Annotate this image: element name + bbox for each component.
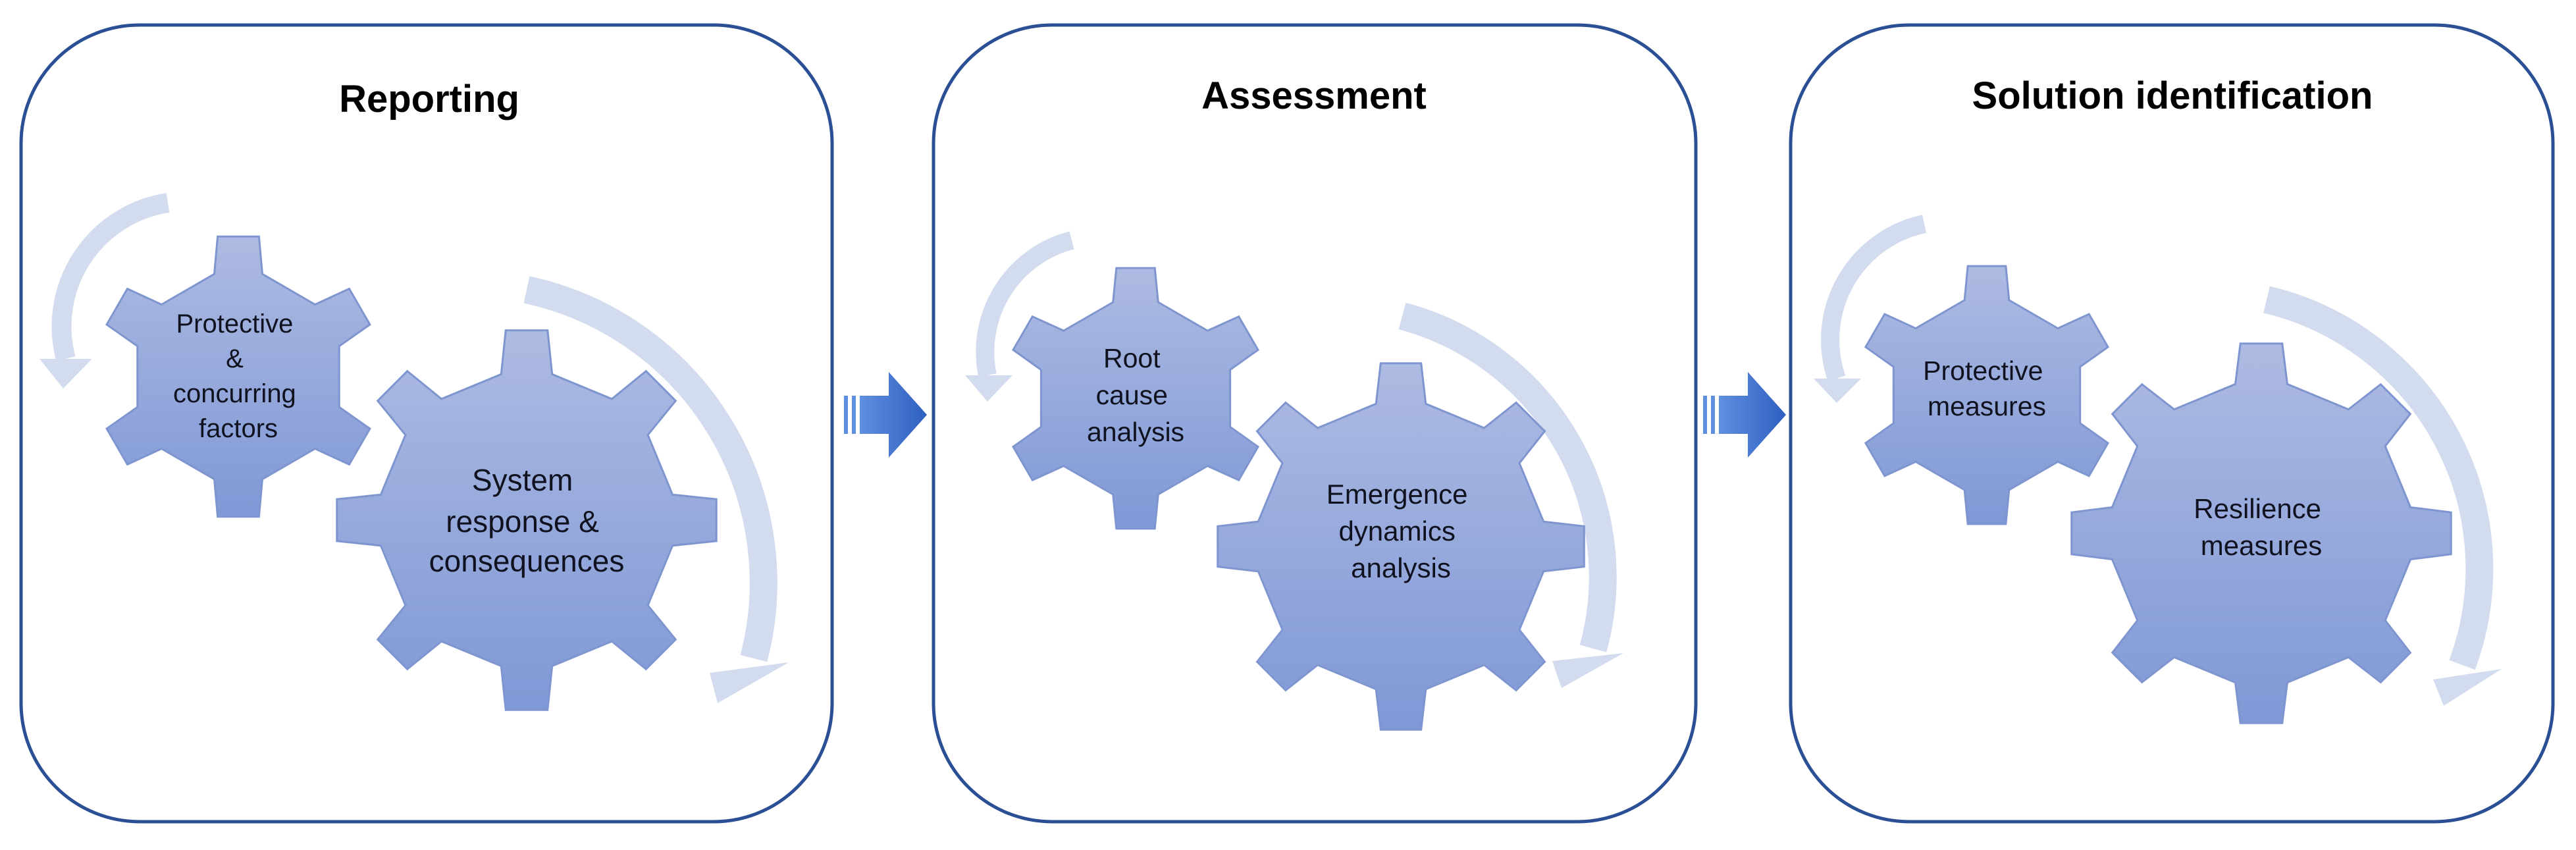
gear-label-protective-measures: Protective measures (1923, 356, 2051, 421)
panel-solution-title: Solution identification (1972, 74, 2373, 117)
gear-icon (1217, 362, 1585, 731)
gear-icon (105, 235, 371, 518)
panel-assessment-title: Assessment (1201, 74, 1427, 117)
circular-arrow-icon (1398, 302, 1623, 688)
gear-label-protective-concurring: Protective & concurring factors (173, 309, 303, 443)
gear-label-system-response: System response & consequences (429, 463, 625, 578)
circular-arrow-icon (2263, 286, 2502, 706)
gear-icon (2070, 342, 2452, 724)
gear-icon (336, 329, 718, 711)
right-arrow-icon (844, 372, 927, 458)
gear-label-resilience-measures: Resilience measures (2194, 493, 2328, 561)
gear-label-root-cause: Root cause analysis (1087, 343, 1184, 447)
circular-arrow-icon (965, 231, 1074, 402)
gear-label-emergence-dynamics: Emergence dynamics analysis (1327, 479, 1475, 583)
gear-icon (1864, 265, 2110, 525)
circular-arrow-icon (39, 193, 170, 388)
circular-arrow-icon (523, 276, 789, 703)
right-arrow-icon (1703, 372, 1786, 458)
panel-reporting-title: Reporting (339, 78, 519, 120)
gear-icon (1012, 267, 1259, 530)
circular-arrow-icon (1814, 215, 1927, 403)
